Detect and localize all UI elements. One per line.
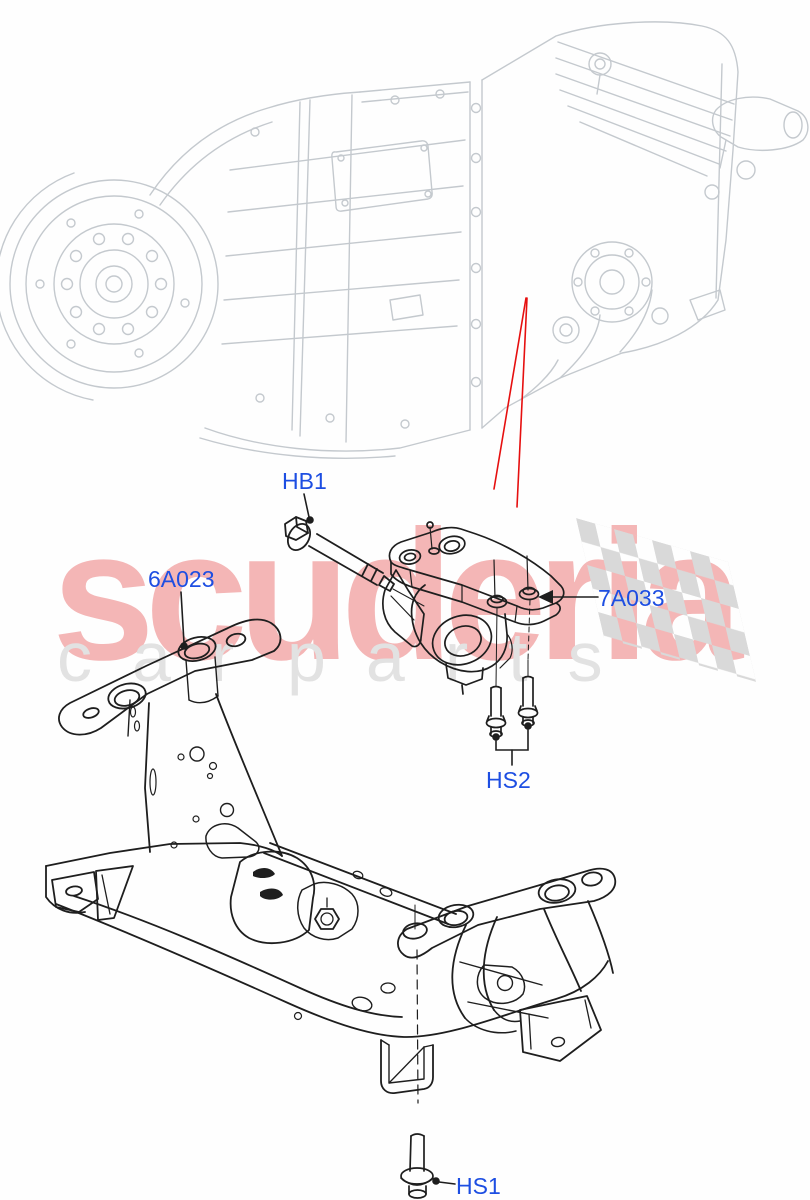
part-label-6a023[interactable]: 6A023: [148, 566, 215, 592]
watermark-sub-text-parts: parts: [287, 618, 643, 696]
part-label-hb1[interactable]: HB1: [282, 468, 327, 494]
hb1-bolt-drawing: [284, 516, 425, 607]
hs2-bolts-drawing: [485, 599, 539, 741]
transmission-mount-drawing: [382, 521, 565, 695]
label-leader-lines: [180, 493, 599, 1185]
watermark-sub-text-car: car: [57, 618, 275, 696]
subframe-drawing: [45, 618, 617, 1094]
part-label-hs1[interactable]: HS1: [456, 1173, 501, 1199]
part-label-7a033[interactable]: 7A033: [598, 585, 665, 611]
hs1-bolt-drawing: [400, 904, 434, 1199]
checkered-flag-watermark: [576, 518, 757, 682]
part-label-hs2[interactable]: HS2: [486, 767, 531, 793]
red-locator-lines: [493, 297, 528, 508]
transmission-ghost-drawing: [0, 21, 809, 459]
